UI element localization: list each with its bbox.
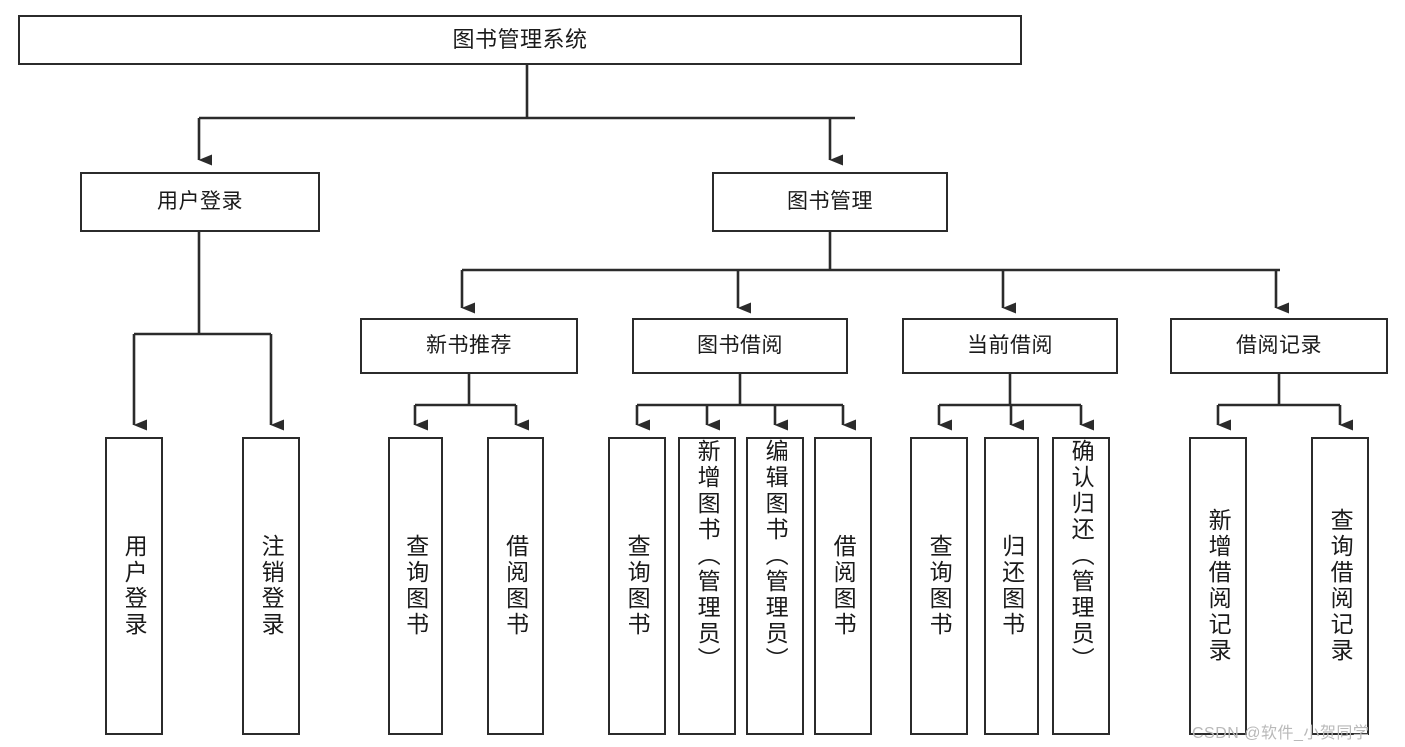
node-book-manage-label: 图书管理 xyxy=(787,190,873,214)
node-leaf-add-book-admin-label: 新增图书（管理员） xyxy=(694,439,721,673)
node-leaf-confirm-return-admin-label: 确认归还（管理员） xyxy=(1068,439,1095,673)
node-leaf-query-book-2[interactable]: 查询图书 xyxy=(608,437,666,735)
node-leaf-borrow-book-1[interactable]: 借阅图书 xyxy=(487,437,544,735)
node-leaf-user-login-label: 用户登录 xyxy=(121,534,148,638)
node-leaf-edit-book-admin-label: 编辑图书（管理员） xyxy=(762,439,789,673)
node-book-manage[interactable]: 图书管理 xyxy=(712,172,948,232)
node-leaf-add-borrow-record-label: 新增借阅记录 xyxy=(1205,508,1232,664)
node-leaf-logout[interactable]: 注销登录 xyxy=(242,437,300,735)
node-book-borrow-label: 图书借阅 xyxy=(697,334,783,358)
node-leaf-add-borrow-record[interactable]: 新增借阅记录 xyxy=(1189,437,1247,735)
node-borrow-record[interactable]: 借阅记录 xyxy=(1170,318,1388,374)
node-current-borrow[interactable]: 当前借阅 xyxy=(902,318,1118,374)
node-leaf-add-book-admin[interactable]: 新增图书（管理员） xyxy=(678,437,736,735)
node-leaf-borrow-book-2[interactable]: 借阅图书 xyxy=(814,437,872,735)
node-leaf-borrow-book-1-label: 借阅图书 xyxy=(502,534,529,638)
node-user-login[interactable]: 用户登录 xyxy=(80,172,320,232)
node-leaf-return-book-label: 归还图书 xyxy=(998,534,1025,638)
node-leaf-return-book[interactable]: 归还图书 xyxy=(984,437,1039,735)
node-leaf-logout-label: 注销登录 xyxy=(258,534,285,638)
node-leaf-query-borrow-record-label: 查询借阅记录 xyxy=(1327,508,1354,664)
node-current-borrow-label: 当前借阅 xyxy=(967,334,1053,358)
node-new-book-recommend[interactable]: 新书推荐 xyxy=(360,318,578,374)
node-leaf-query-book-1[interactable]: 查询图书 xyxy=(388,437,443,735)
node-leaf-user-login[interactable]: 用户登录 xyxy=(105,437,163,735)
node-root[interactable]: 图书管理系统 xyxy=(18,15,1022,65)
node-leaf-query-book-1-label: 查询图书 xyxy=(402,534,429,638)
node-leaf-query-book-3[interactable]: 查询图书 xyxy=(910,437,968,735)
node-leaf-query-book-2-label: 查询图书 xyxy=(624,534,651,638)
node-leaf-borrow-book-2-label: 借阅图书 xyxy=(830,534,857,638)
node-book-borrow[interactable]: 图书借阅 xyxy=(632,318,848,374)
csdn-watermark: CSDN @软件_小贺同学 xyxy=(1192,725,1370,742)
node-new-book-recommend-label: 新书推荐 xyxy=(426,334,512,358)
node-user-login-label: 用户登录 xyxy=(157,190,243,214)
node-leaf-query-borrow-record[interactable]: 查询借阅记录 xyxy=(1311,437,1369,735)
node-leaf-confirm-return-admin[interactable]: 确认归还（管理员） xyxy=(1052,437,1110,735)
node-borrow-record-label: 借阅记录 xyxy=(1236,334,1322,358)
node-leaf-query-book-3-label: 查询图书 xyxy=(926,534,953,638)
node-leaf-edit-book-admin[interactable]: 编辑图书（管理员） xyxy=(746,437,804,735)
node-root-label: 图书管理系统 xyxy=(452,26,588,52)
